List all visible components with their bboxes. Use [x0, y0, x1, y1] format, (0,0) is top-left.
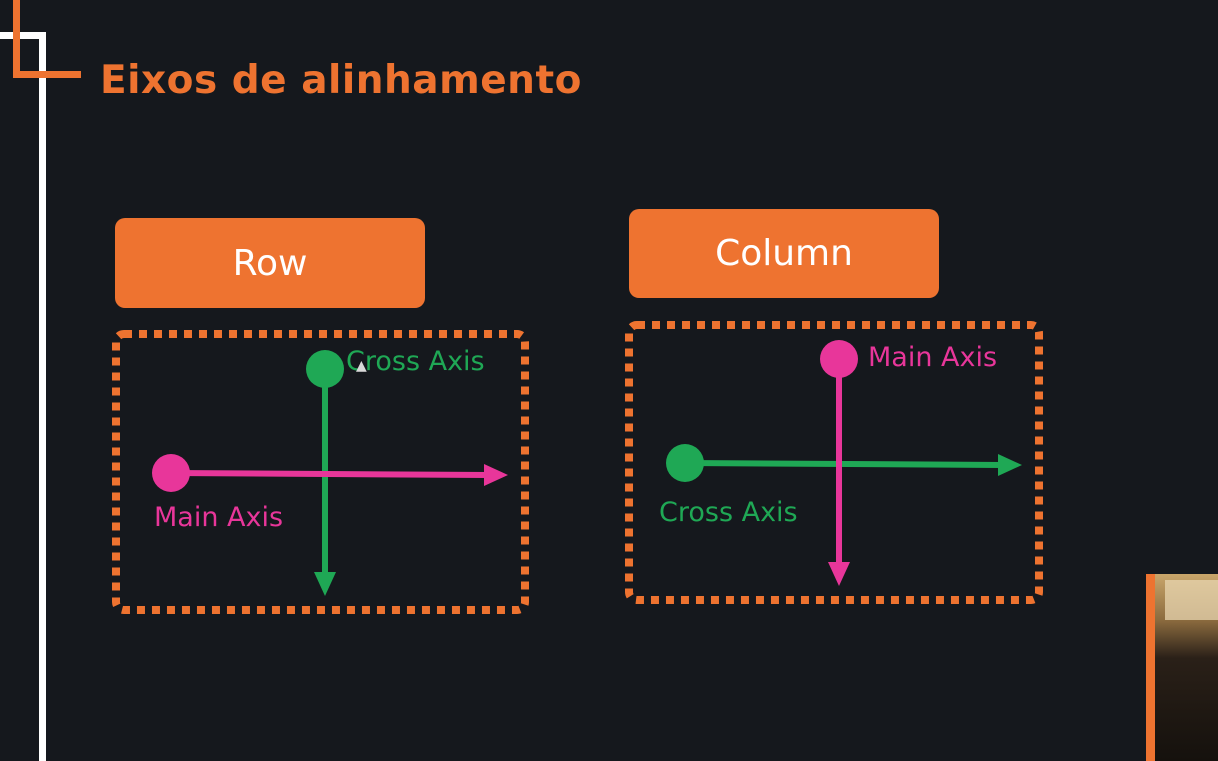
row-label-box: Row — [115, 218, 425, 308]
frame-vertical-line — [39, 32, 46, 761]
webcam-background-window — [1165, 580, 1218, 620]
corner-accent-horizontal — [13, 71, 81, 78]
column-cross-axis-arrowhead — [998, 454, 1022, 476]
row-main-axis-line — [171, 470, 489, 478]
webcam-overlay — [1146, 574, 1218, 761]
column-cross-axis-start-dot — [666, 444, 704, 482]
row-container-dotted-border — [112, 330, 529, 614]
frame-horizontal-line — [0, 32, 46, 39]
row-main-axis-label: Main Axis — [154, 502, 284, 533]
column-container-dotted-border — [625, 321, 1043, 604]
column-cross-axis-line — [685, 460, 1003, 468]
row-cross-axis-label: Cross Axis — [346, 346, 485, 377]
row-cross-axis-start-dot — [306, 350, 344, 388]
corner-accent-vertical — [13, 0, 20, 78]
column-main-axis-label: Main Axis — [868, 342, 998, 373]
column-label-box: Column — [629, 209, 939, 298]
mouse-cursor-icon: ▲ — [356, 358, 367, 374]
column-cross-axis-label: Cross Axis — [659, 497, 798, 528]
row-main-axis-start-dot — [152, 454, 190, 492]
row-main-axis-arrowhead — [484, 464, 508, 486]
slide-title: Eixos de alinhamento — [100, 58, 582, 103]
column-main-axis-arrowhead — [828, 562, 850, 586]
column-main-axis-start-dot — [820, 340, 858, 378]
row-cross-axis-arrowhead — [314, 572, 336, 596]
